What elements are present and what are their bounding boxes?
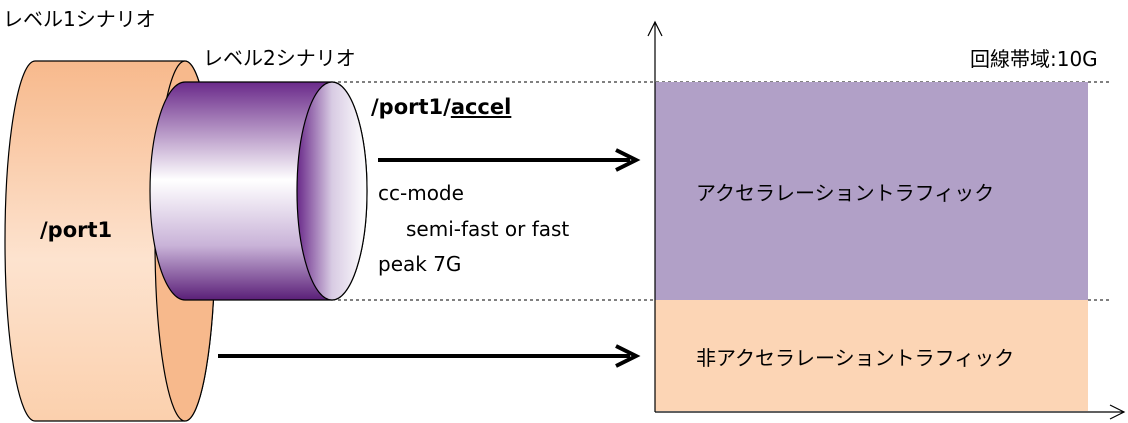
non-accel-traffic-area [655, 300, 1088, 411]
non-accel-traffic-label: 非アクセラレーショントラフィック [696, 346, 1015, 370]
up-arrow-icon [647, 20, 663, 412]
non-accel-flow-arrow-icon [218, 344, 641, 368]
port1-label: /port1 [40, 218, 113, 242]
accel-traffic-label: アクセラレーショントラフィック [696, 181, 995, 205]
peak-label: peak 7G [378, 252, 462, 276]
accel-path-prefix: /port1/ [371, 95, 451, 119]
level1-scenario-label: レベル1シナリオ [3, 7, 156, 31]
speed-label: semi-fast or fast [406, 217, 570, 241]
level2-cylinder [149, 81, 368, 301]
x-axis-arrow-icon [655, 404, 1126, 420]
bandwidth-label: 回線帯域:10G [970, 47, 1098, 71]
level2-scenario-label: レベル2シナリオ [203, 46, 356, 70]
accel-path-accel: accel [450, 95, 512, 119]
accel-flow-arrow-icon [378, 148, 641, 172]
cc-mode-label: cc-mode [378, 181, 464, 205]
accel-path-label: /port1/accel [371, 97, 511, 118]
accel-traffic-area [655, 82, 1088, 300]
